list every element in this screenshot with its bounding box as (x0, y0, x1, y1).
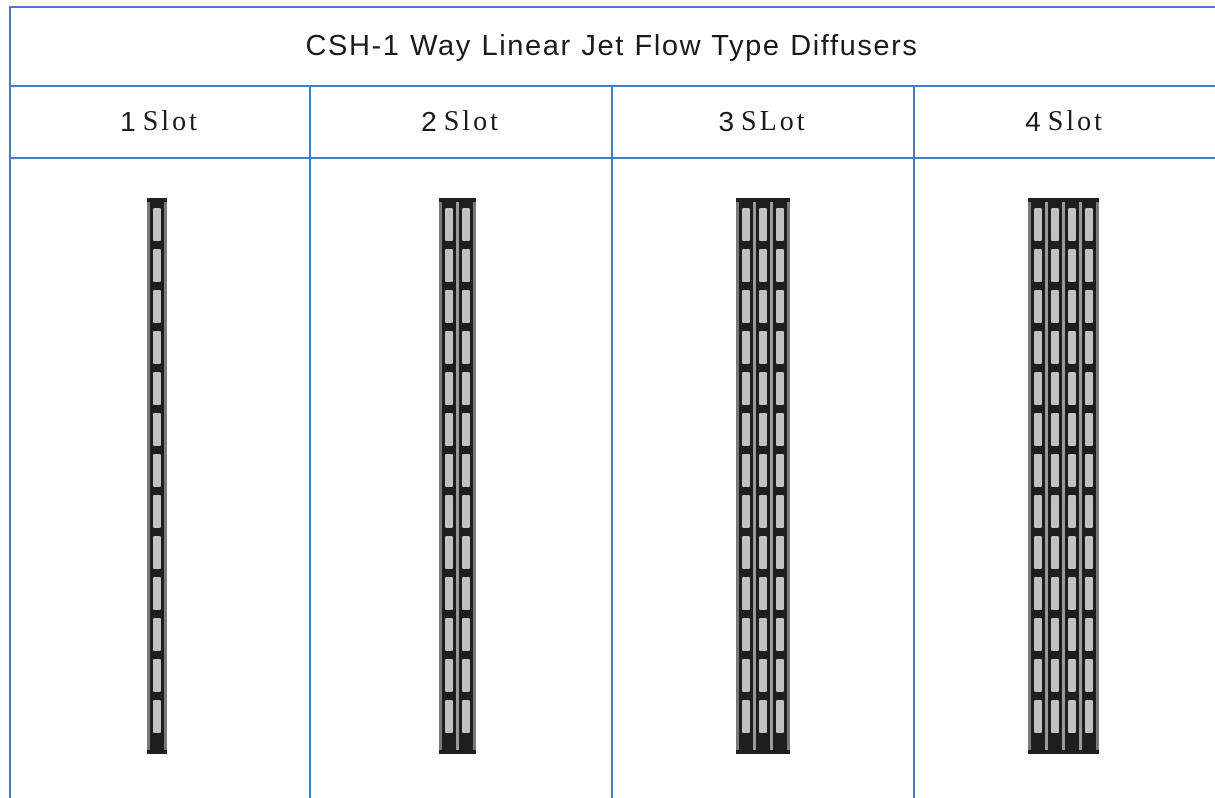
diffuser-slot (1031, 200, 1048, 752)
diffuser-4-slot-image (1028, 198, 1099, 754)
diffuser-slot (739, 200, 756, 752)
diffuser-slot (1048, 200, 1065, 752)
diffuser-bottom-cap (147, 750, 167, 754)
diffuser-slot (1082, 200, 1096, 752)
diffuser-slot (459, 200, 473, 752)
column-header-3-slot: 3 SLot (613, 86, 913, 157)
diffuser-slot (756, 200, 773, 752)
diffuser-slot (442, 200, 459, 752)
slot-count: 1 (120, 105, 136, 137)
diffuser-slot (773, 200, 787, 752)
column-divider-1 (309, 86, 311, 798)
table-top-border (9, 6, 1215, 8)
table-title: CSH-1 Way Linear Jet Flow Type Diffusers (305, 29, 919, 62)
diffuser-bottom-cap (1028, 750, 1099, 754)
diffuser-image-cell-3 (613, 159, 913, 798)
diffuser-2-slot-image (439, 198, 476, 754)
diffuser-image-cell-4 (915, 159, 1215, 798)
diffuser-3-slot-image (736, 198, 790, 754)
diffuser-top-cap (1028, 198, 1099, 202)
slot-count: 2 (421, 105, 437, 137)
slot-label: Slot (142, 105, 200, 137)
slot-label: Slot (1047, 105, 1105, 137)
slot-label: SLot (741, 105, 808, 137)
table-left-border (9, 6, 11, 798)
diffuser-bottom-cap (736, 750, 790, 754)
diffuser-top-cap (439, 198, 476, 202)
column-divider-2 (611, 86, 613, 798)
diffuser-image-cell-2 (311, 159, 611, 798)
diffuser-top-cap (147, 198, 167, 202)
diffuser-1-slot-image (147, 198, 167, 754)
slot-count: 3 (718, 105, 735, 137)
diffuser-bottom-cap (439, 750, 476, 754)
slot-label: Slot (443, 105, 501, 137)
diffuser-image-cell-1 (11, 159, 309, 798)
column-header-2-slot: 2 Slot (311, 86, 611, 157)
slot-count: 4 (1025, 105, 1041, 137)
column-header-4-slot: 4 Slot (915, 86, 1215, 157)
column-divider-3 (913, 86, 915, 798)
diffuser-top-cap (736, 198, 790, 202)
diffuser-slot (150, 200, 164, 752)
diffuser-slot (1065, 200, 1082, 752)
column-header-1-slot: 1 Slot (11, 86, 309, 157)
